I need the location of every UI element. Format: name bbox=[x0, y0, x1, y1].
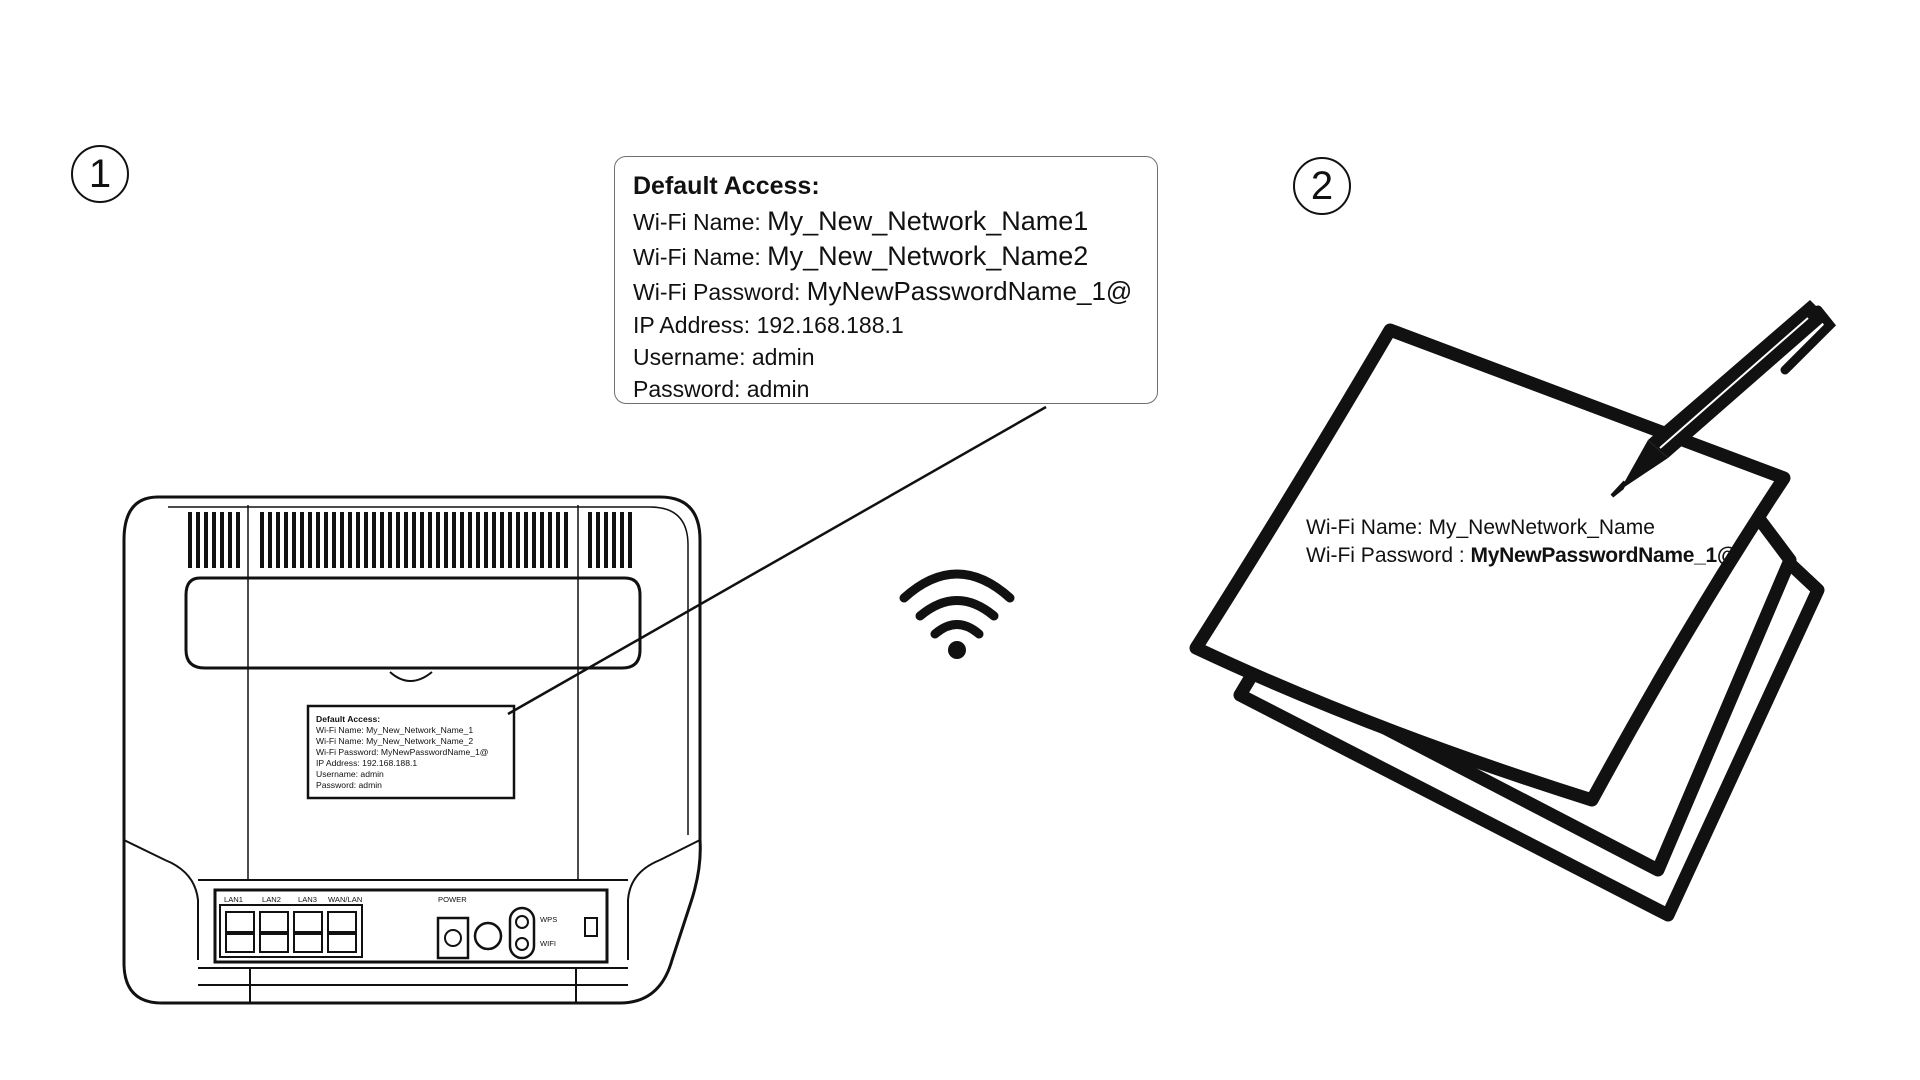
router-sticker-line: Password: admin bbox=[316, 780, 382, 790]
router-sticker-line: Wi-Fi Name: My_New_Network_Name_1 bbox=[316, 725, 474, 735]
default-access-callout: Default Access: Wi-Fi Name: My_New_Netwo… bbox=[614, 156, 1158, 404]
callout-wifi-password-value: MyNewPasswordName_1@ bbox=[806, 276, 1133, 306]
router-power-port bbox=[436, 916, 470, 960]
router-port-labels: LAN1 LAN2 LAN3 WAN/LAN POWER WPS WIFI bbox=[224, 895, 557, 948]
router-sticker-line: Username: admin bbox=[316, 769, 384, 779]
router-icon bbox=[122, 495, 702, 1005]
router-sticker-line: Wi-Fi Password: MyNewPasswordName_1@ bbox=[316, 747, 489, 757]
notepad-wifi-password: Wi-Fi Password : MyNewPasswordName_1@ bbox=[1306, 544, 1737, 568]
callout-wifi-name-value: My_New_Network_Name1 bbox=[767, 206, 1089, 236]
callout-wifi-name-1: Wi-Fi Name: My_New_Network_Name1 bbox=[633, 204, 1157, 239]
router-sticker-line: IP Address: 192.168.188.1 bbox=[316, 758, 418, 768]
callout-wifi-password-label: Wi-Fi Password: bbox=[633, 279, 801, 305]
notepad-wifi-password-label: Wi-Fi Password : bbox=[1306, 544, 1471, 567]
notepad-wifi-name: Wi-Fi Name: My_NewNetwork_Name bbox=[1306, 516, 1655, 539]
callout-wifi-name-2: Wi-Fi Name: My_New_Network_Name2 bbox=[633, 239, 1157, 274]
svg-text:POWER: POWER bbox=[438, 895, 467, 904]
callout-ip-address: IP Address: 192.168.188.1 bbox=[633, 312, 904, 338]
svg-text:WPS: WPS bbox=[540, 915, 557, 924]
router-sticker: Default Access: Wi-Fi Name: My_New_Netwo… bbox=[316, 714, 512, 791]
callout-connector bbox=[507, 405, 1047, 716]
router-sticker-frame bbox=[306, 704, 516, 800]
svg-text:LAN1: LAN1 bbox=[224, 895, 243, 904]
wifi-icon bbox=[899, 569, 1015, 659]
pen-icon bbox=[1610, 300, 1837, 498]
callout-username: Username: admin bbox=[633, 344, 815, 370]
svg-text:LAN3: LAN3 bbox=[298, 895, 317, 904]
svg-text:LAN2: LAN2 bbox=[262, 895, 281, 904]
callout-title: Default Access: bbox=[633, 172, 820, 200]
router-lan-ports bbox=[219, 904, 363, 958]
svg-text:WAN/LAN: WAN/LAN bbox=[328, 895, 362, 904]
callout-wifi-name-value: My_New_Network_Name2 bbox=[767, 241, 1089, 271]
svg-text:WIFI: WIFI bbox=[540, 939, 556, 948]
router-vent bbox=[188, 512, 632, 568]
router-reset-button bbox=[473, 921, 503, 951]
notepad-icon bbox=[1189, 323, 1825, 922]
router-sticker-title: Default Access: bbox=[316, 714, 381, 724]
router-handle-slot bbox=[184, 576, 642, 670]
router-switch bbox=[508, 906, 536, 960]
step-2-marker: 2 bbox=[1293, 157, 1351, 215]
callout-password: Password: admin bbox=[633, 376, 810, 402]
callout-wifi-name-label: Wi-Fi Name: bbox=[633, 244, 761, 270]
step-1-marker: 1 bbox=[71, 145, 129, 203]
callout-wifi-name-label: Wi-Fi Name: bbox=[633, 209, 761, 235]
notepad-wifi-password-value: MyNewPasswordName_1@ bbox=[1470, 544, 1738, 567]
router-sticker-line: Wi-Fi Name: My_New_Network_Name_2 bbox=[316, 736, 474, 746]
router-port-panel bbox=[213, 888, 609, 964]
callout-wifi-password: Wi-Fi Password: MyNewPasswordName_1@ bbox=[633, 274, 1157, 309]
